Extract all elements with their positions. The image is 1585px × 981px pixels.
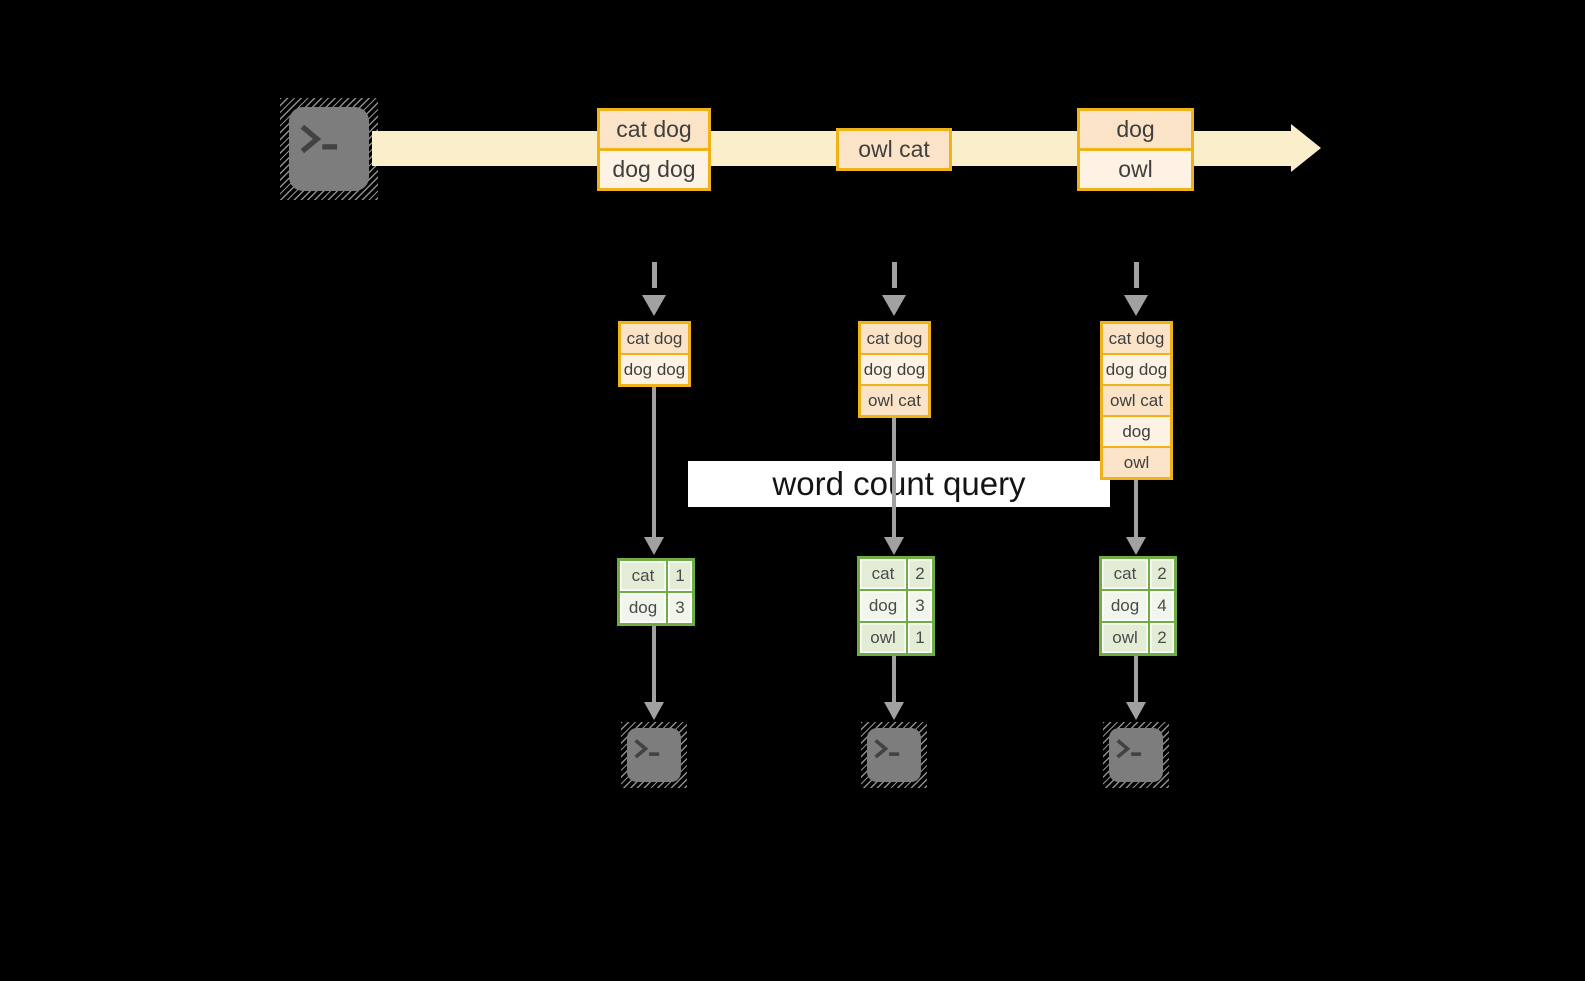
count-row: dog 3 bbox=[620, 593, 692, 623]
terminal-prompt-icon bbox=[634, 738, 660, 758]
terminal-body bbox=[627, 728, 681, 782]
flow-arrowhead-icon bbox=[884, 537, 904, 555]
terminal-prompt-icon bbox=[874, 738, 900, 758]
terminal-prompt-icon bbox=[300, 124, 338, 153]
buffered-record: owl bbox=[1103, 446, 1170, 477]
query-label-box: word count query bbox=[688, 461, 1110, 507]
flow-line bbox=[652, 626, 656, 702]
buffered-record: cat dog bbox=[1103, 324, 1170, 353]
flow-line bbox=[892, 418, 896, 537]
count-word: owl bbox=[860, 623, 906, 653]
count-value: 2 bbox=[1150, 559, 1174, 589]
terminal-body bbox=[289, 107, 369, 191]
query-label: word count query bbox=[772, 465, 1026, 502]
buffered-record: dog dog bbox=[1103, 353, 1170, 384]
count-row: cat 2 bbox=[1102, 559, 1174, 589]
terminal-body bbox=[1109, 728, 1163, 782]
count-row: cat 2 bbox=[860, 559, 932, 589]
stream-record: dog dog bbox=[600, 148, 708, 188]
flow-arrowhead-icon bbox=[1126, 702, 1146, 720]
stream-record-group-1: cat dog dog dog bbox=[597, 108, 711, 191]
buffered-record: dog dog bbox=[861, 353, 928, 384]
count-word: cat bbox=[860, 559, 906, 589]
count-table-2: cat 2 dog 3 owl 1 bbox=[857, 556, 935, 656]
count-word: dog bbox=[860, 591, 906, 621]
buffered-record: owl cat bbox=[861, 384, 928, 415]
flow-arrowhead-icon bbox=[644, 537, 664, 555]
ingest-arrow-icon bbox=[642, 262, 666, 316]
count-table-3: cat 2 dog 4 owl 2 bbox=[1099, 556, 1177, 656]
flow-line bbox=[892, 656, 896, 702]
ingest-arrow-icon bbox=[1124, 262, 1148, 316]
count-row: owl 1 bbox=[860, 623, 932, 653]
source-terminal-icon bbox=[280, 98, 378, 200]
buffered-record: dog dog bbox=[621, 353, 688, 384]
buffered-record: cat dog bbox=[861, 324, 928, 353]
count-table-1: cat 1 dog 3 bbox=[617, 558, 695, 626]
buffer-stack-3: cat dog dog dog owl cat dog owl bbox=[1100, 321, 1173, 480]
count-row: cat 1 bbox=[620, 561, 692, 591]
count-row: dog 4 bbox=[1102, 591, 1174, 621]
count-word: cat bbox=[1102, 559, 1148, 589]
sink-terminal-icon-3 bbox=[1103, 722, 1169, 788]
buffered-record: cat dog bbox=[621, 324, 688, 353]
buffered-record: owl cat bbox=[1103, 384, 1170, 415]
count-value: 4 bbox=[1150, 591, 1174, 621]
arrow-head bbox=[882, 295, 906, 316]
buffer-stack-2: cat dog dog dog owl cat bbox=[858, 321, 931, 418]
buffer-stack-1: cat dog dog dog bbox=[618, 321, 691, 387]
flow-arrowhead-icon bbox=[644, 702, 664, 720]
flow-arrowhead-icon bbox=[884, 702, 904, 720]
buffered-record: dog bbox=[1103, 415, 1170, 446]
arrow-dash bbox=[1133, 262, 1139, 288]
stream-record: owl cat bbox=[839, 131, 949, 168]
count-value: 1 bbox=[908, 623, 932, 653]
stream-arrowhead-icon bbox=[1291, 124, 1321, 172]
flow-line bbox=[1134, 656, 1138, 702]
arrow-head bbox=[1124, 295, 1148, 316]
sink-terminal-icon-1 bbox=[621, 722, 687, 788]
arrow-dash bbox=[891, 262, 897, 288]
count-value: 3 bbox=[668, 593, 692, 623]
arrow-dash bbox=[651, 262, 657, 288]
stream-record: dog bbox=[1080, 111, 1191, 148]
ingest-arrow-icon bbox=[882, 262, 906, 316]
count-row: owl 2 bbox=[1102, 623, 1174, 653]
count-value: 1 bbox=[668, 561, 692, 591]
count-value: 2 bbox=[1150, 623, 1174, 653]
stream-record: owl bbox=[1080, 148, 1191, 188]
flow-arrowhead-icon bbox=[1126, 537, 1146, 555]
terminal-prompt-icon bbox=[1116, 738, 1142, 758]
sink-terminal-icon-2 bbox=[861, 722, 927, 788]
count-word: dog bbox=[620, 593, 666, 623]
stream-record: cat dog bbox=[600, 111, 708, 148]
stream-record-group-3: dog owl bbox=[1077, 108, 1194, 191]
terminal-body bbox=[867, 728, 921, 782]
arrow-head bbox=[642, 295, 666, 316]
count-word: dog bbox=[1102, 591, 1148, 621]
count-row: dog 3 bbox=[860, 591, 932, 621]
count-word: cat bbox=[620, 561, 666, 591]
count-word: owl bbox=[1102, 623, 1148, 653]
count-value: 2 bbox=[908, 559, 932, 589]
flow-line bbox=[652, 387, 656, 537]
stream-record-group-2: owl cat bbox=[836, 128, 952, 171]
flow-line bbox=[1134, 480, 1138, 537]
count-value: 3 bbox=[908, 591, 932, 621]
